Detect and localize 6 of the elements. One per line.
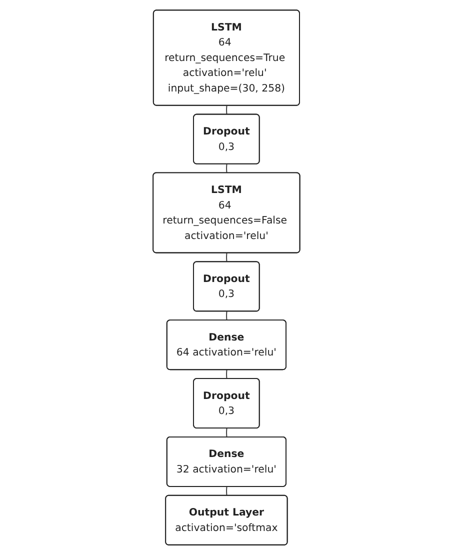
connector — [226, 252, 228, 262]
connector — [226, 486, 228, 496]
connector — [226, 105, 228, 116]
connector — [226, 369, 228, 380]
connector — [226, 428, 228, 438]
connector — [226, 311, 228, 321]
